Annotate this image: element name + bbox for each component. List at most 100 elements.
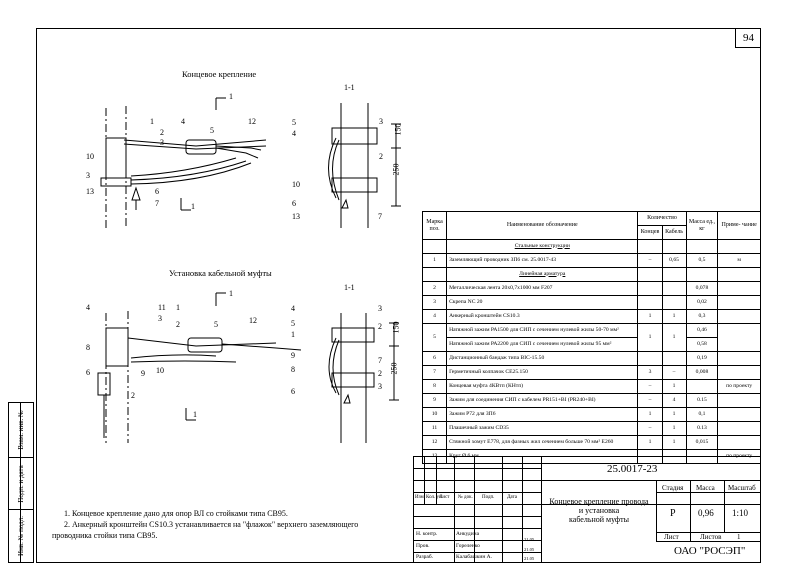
- table-section-row: Стальные конструкции: [421, 239, 761, 254]
- table-header-row: Концев Кабель: [423, 225, 761, 240]
- callout: 5: [214, 320, 218, 329]
- callout: 5: [291, 319, 295, 328]
- role-label: Разраб.: [416, 554, 434, 560]
- callout: 2: [378, 369, 382, 378]
- end-clamp-title: Концевое крепление: [182, 69, 257, 79]
- scale-label: Масштаб: [728, 484, 756, 492]
- col-head: № док.: [458, 495, 473, 500]
- callout: 1: [291, 330, 295, 339]
- callout: 13: [292, 212, 300, 221]
- note-line: 1. Концевое крепление дано для опор ВЛ с…: [64, 509, 288, 518]
- callout: 7: [155, 199, 159, 208]
- section-mark: 1: [229, 92, 233, 101]
- callout: 2: [176, 320, 180, 329]
- side-stamp-cell: Инв. № подл.: [17, 516, 25, 556]
- person-name: Калабашкин А.: [456, 554, 493, 560]
- col-head: Лист: [439, 495, 450, 500]
- callout: 3: [160, 138, 164, 147]
- table-row: 8 Концевая муфта 4КВтп (КНтп) – 1 по про…: [421, 379, 761, 394]
- callout: 11: [158, 303, 166, 312]
- signature-date: 21.05: [524, 556, 535, 561]
- drawing-frame: [36, 28, 761, 563]
- page-number: 94: [735, 28, 761, 48]
- table-row: 11 Плашечный зажим CD35 – 1 0.13: [421, 421, 761, 436]
- role-label: Н. контр.: [416, 531, 438, 537]
- dimension-label: 250: [389, 362, 399, 375]
- header-note: Приме- чание: [717, 211, 761, 240]
- callout: 4: [291, 304, 295, 313]
- callout: 3: [378, 304, 382, 313]
- callout: 10: [292, 180, 300, 189]
- header-qty: Количество: [637, 211, 687, 226]
- table-header-row: Марка поз. Наименование обозначение Коли…: [421, 211, 761, 240]
- section-mark: 1: [191, 202, 195, 211]
- person-name: Гореленко: [456, 543, 480, 549]
- end-clamp-side-view: [100, 106, 267, 228]
- stage-value: Р: [670, 508, 676, 519]
- section-mark: 1: [193, 410, 197, 419]
- document-title: Концевое крепление провода и установка к…: [549, 497, 649, 524]
- side-stamp-cell: Подп. и дата: [9, 458, 33, 510]
- callout: 2: [131, 391, 135, 400]
- table-row: 9 Зажим для соединения СИП с кабелем PR1…: [421, 393, 761, 408]
- table-row: 10 Зажим Р72 для ЗП6 1 1 0,1: [421, 407, 761, 422]
- callout: 5: [292, 118, 296, 127]
- note-line: проводника стойки типа СВ95.: [52, 531, 158, 540]
- section-label: 1-1: [344, 83, 355, 92]
- callout: 1: [176, 303, 180, 312]
- side-stamp: Взам. инв. № Подп. и дата Инв. № подл.: [8, 402, 34, 563]
- table-row: 6 Дистанционный бандаж типа BIC-15.50 0,…: [421, 351, 761, 366]
- callout: 9: [141, 369, 145, 378]
- callout: 7: [378, 356, 382, 365]
- callout: 13: [86, 187, 94, 196]
- section-linear: Линейная арматура: [446, 267, 639, 282]
- callout: 5: [210, 126, 214, 135]
- company-name: ОАО "РОСЭП": [674, 545, 746, 557]
- section-mark: 1: [229, 289, 233, 298]
- table-row: Натяжной зажим РА2200 для СИП с сечением…: [423, 337, 761, 352]
- scale-value: 1:10: [732, 508, 749, 518]
- dimension-label: 250: [391, 163, 401, 176]
- stage-label: Стадия: [662, 484, 684, 492]
- table-row: 2 Металлическая лента 20х0,7х1000 мм F20…: [421, 281, 761, 296]
- note-line: 2. Анкерный кронштейн CS10.3 устанавлива…: [64, 520, 359, 529]
- sheets-value: 1: [737, 533, 741, 541]
- drawing-area: [97, 97, 401, 443]
- side-stamp-inner-column: [20, 402, 21, 563]
- callout: 3: [158, 314, 162, 323]
- role-label: Пров.: [416, 543, 430, 549]
- dimension-label: 150: [391, 321, 401, 334]
- callout: 9: [291, 351, 295, 360]
- title-block: 25.0017-23 Изм. Кол. уч. Лист № док. Под…: [413, 456, 761, 563]
- header-mark: Марка поз.: [421, 211, 448, 240]
- dimension-label: 150: [393, 123, 403, 136]
- cable-coupling-section-view: [328, 313, 399, 443]
- callout: 10: [156, 366, 164, 375]
- table-row: 1 Заземляющий проводник ЗП6 см. 25.0017-…: [421, 253, 761, 268]
- callout: 8: [291, 365, 295, 374]
- callout: 7: [378, 212, 382, 221]
- table-row: 5 Натяжной зажим РА1500 для СИП с сечени…: [421, 323, 761, 352]
- callout: 10: [86, 152, 94, 161]
- callout: 12: [248, 117, 256, 126]
- person-name: Анкудина: [456, 531, 480, 537]
- mass-value: 0,96: [698, 508, 714, 518]
- table-row: 12 Стяжной хомут Е778, для фазных жил се…: [421, 435, 761, 450]
- mass-label: Масса: [696, 484, 715, 492]
- callout: 4: [181, 117, 185, 126]
- cable-coupling-side-view: [97, 311, 302, 443]
- callout: 2: [160, 128, 164, 137]
- callout: 2: [379, 152, 383, 161]
- callout: 4: [86, 303, 90, 312]
- callout: 4: [292, 129, 296, 138]
- col-head: Подп.: [482, 495, 495, 500]
- signature-date: 21.05: [524, 537, 535, 542]
- callout: 12: [249, 316, 257, 325]
- callout: 6: [291, 387, 295, 396]
- callout: 3: [379, 117, 383, 126]
- specification-table: Марка поз. Наименование обозначение Коли…: [421, 211, 761, 464]
- header-name: Наименование обозначение: [446, 211, 639, 240]
- cable-coupling-title: Установка кабельной муфты: [169, 268, 272, 278]
- callout: 3: [378, 382, 382, 391]
- drawing-notes: 1. Концевое крепление дано для опор ВЛ с…: [52, 508, 397, 541]
